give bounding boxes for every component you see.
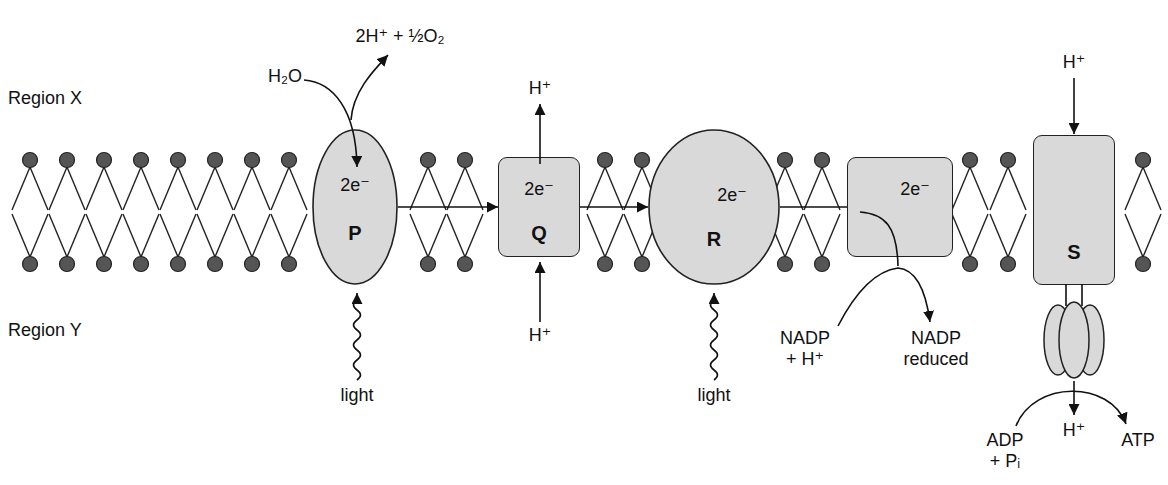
label-holder: NADP + H⁺	[775, 328, 835, 370]
label-holder: 2H⁺ + ½O₂	[335, 26, 465, 47]
region-label: Region X	[8, 88, 82, 109]
phospholipid	[804, 153, 840, 272]
light-label: light	[697, 385, 730, 406]
molecule-label: NADP reduced	[899, 328, 973, 370]
light-label: light	[340, 385, 373, 406]
region-label: Region Y	[8, 320, 82, 341]
atp-synthase-box: S	[1033, 135, 1115, 285]
label-holder: light	[684, 385, 744, 406]
electron-label: 2e⁻	[717, 184, 747, 206]
light-wave-arrow	[711, 293, 718, 380]
phospholipid	[990, 153, 1026, 272]
carrier-box: 2e⁻ Q	[498, 157, 580, 257]
label-holder: NADP reduced	[899, 328, 973, 370]
proton-arrow	[1073, 78, 1075, 134]
electron-flow-arrow	[780, 206, 847, 208]
electron-path	[860, 212, 898, 266]
ellipse-shape	[649, 130, 779, 284]
phospholipid	[197, 153, 233, 272]
label-holder: Region Y	[8, 320, 118, 341]
ellipse-outline	[312, 129, 398, 285]
phospholipid	[410, 153, 446, 272]
phospholipid	[49, 153, 85, 272]
protein-letter: R	[707, 228, 721, 250]
phospholipid	[234, 153, 270, 272]
proton-arrow	[539, 262, 541, 322]
molecule-label: H₂O	[268, 66, 302, 87]
phospholipid	[12, 153, 48, 272]
label-holder: H⁺	[520, 78, 560, 99]
phospholipid	[123, 153, 159, 272]
synthase-head	[1059, 302, 1089, 378]
ellipse-shape	[313, 130, 397, 284]
ion-label: H⁺	[529, 78, 552, 99]
phospholipid	[86, 153, 122, 272]
protein-letter: P	[348, 222, 361, 244]
electron-flow-arrow	[398, 206, 498, 208]
electron-label: 2e⁻	[340, 174, 370, 196]
proton-arrow	[1073, 381, 1075, 415]
ion-label: H⁺	[529, 325, 552, 346]
ion-label: H⁺	[1063, 420, 1086, 441]
molecule-label: ATP	[1121, 430, 1155, 451]
phospholipid	[952, 153, 988, 272]
label-holder: light	[327, 385, 387, 406]
ellipse-outline	[648, 129, 780, 285]
label-holder: Region X	[8, 88, 118, 109]
electron-label: 2e⁻	[900, 178, 930, 200]
label-holder: H₂O	[260, 66, 310, 87]
label-holder: H⁺	[520, 325, 560, 346]
phospholipid	[447, 153, 483, 272]
photosystem-ellipse: 2e⁻ R	[648, 129, 780, 285]
phospholipid	[271, 153, 307, 272]
phospholipid	[160, 153, 196, 272]
nadp-reduction-arrow	[838, 268, 930, 326]
oxygen-release-arrow	[351, 55, 388, 120]
electron-flow-arrow	[580, 206, 648, 208]
label-holder: H⁺	[1054, 52, 1094, 73]
protein-letter: S	[1067, 241, 1080, 263]
phospholipid	[587, 153, 623, 272]
molecule-label: 2H⁺ + ½O₂	[355, 26, 444, 47]
proton-arrow	[539, 104, 541, 164]
label-holder: ADP + Pᵢ	[980, 430, 1030, 472]
photosystem-ellipse: 2e⁻ P	[312, 129, 398, 285]
light-wave-arrow	[354, 293, 361, 380]
label-holder: ATP	[1113, 430, 1163, 451]
ion-label: H⁺	[1063, 52, 1086, 73]
reductase-box: 2e⁻	[847, 157, 953, 257]
electron-label: 2e⁻	[524, 178, 554, 200]
phospholipid	[1125, 153, 1161, 272]
molecule-label: ADP + Pᵢ	[980, 430, 1030, 472]
water-split-arrow	[304, 80, 357, 167]
label-holder: H⁺	[1054, 420, 1094, 441]
protein-letter: Q	[531, 222, 547, 244]
molecule-label: NADP + H⁺	[775, 328, 835, 370]
